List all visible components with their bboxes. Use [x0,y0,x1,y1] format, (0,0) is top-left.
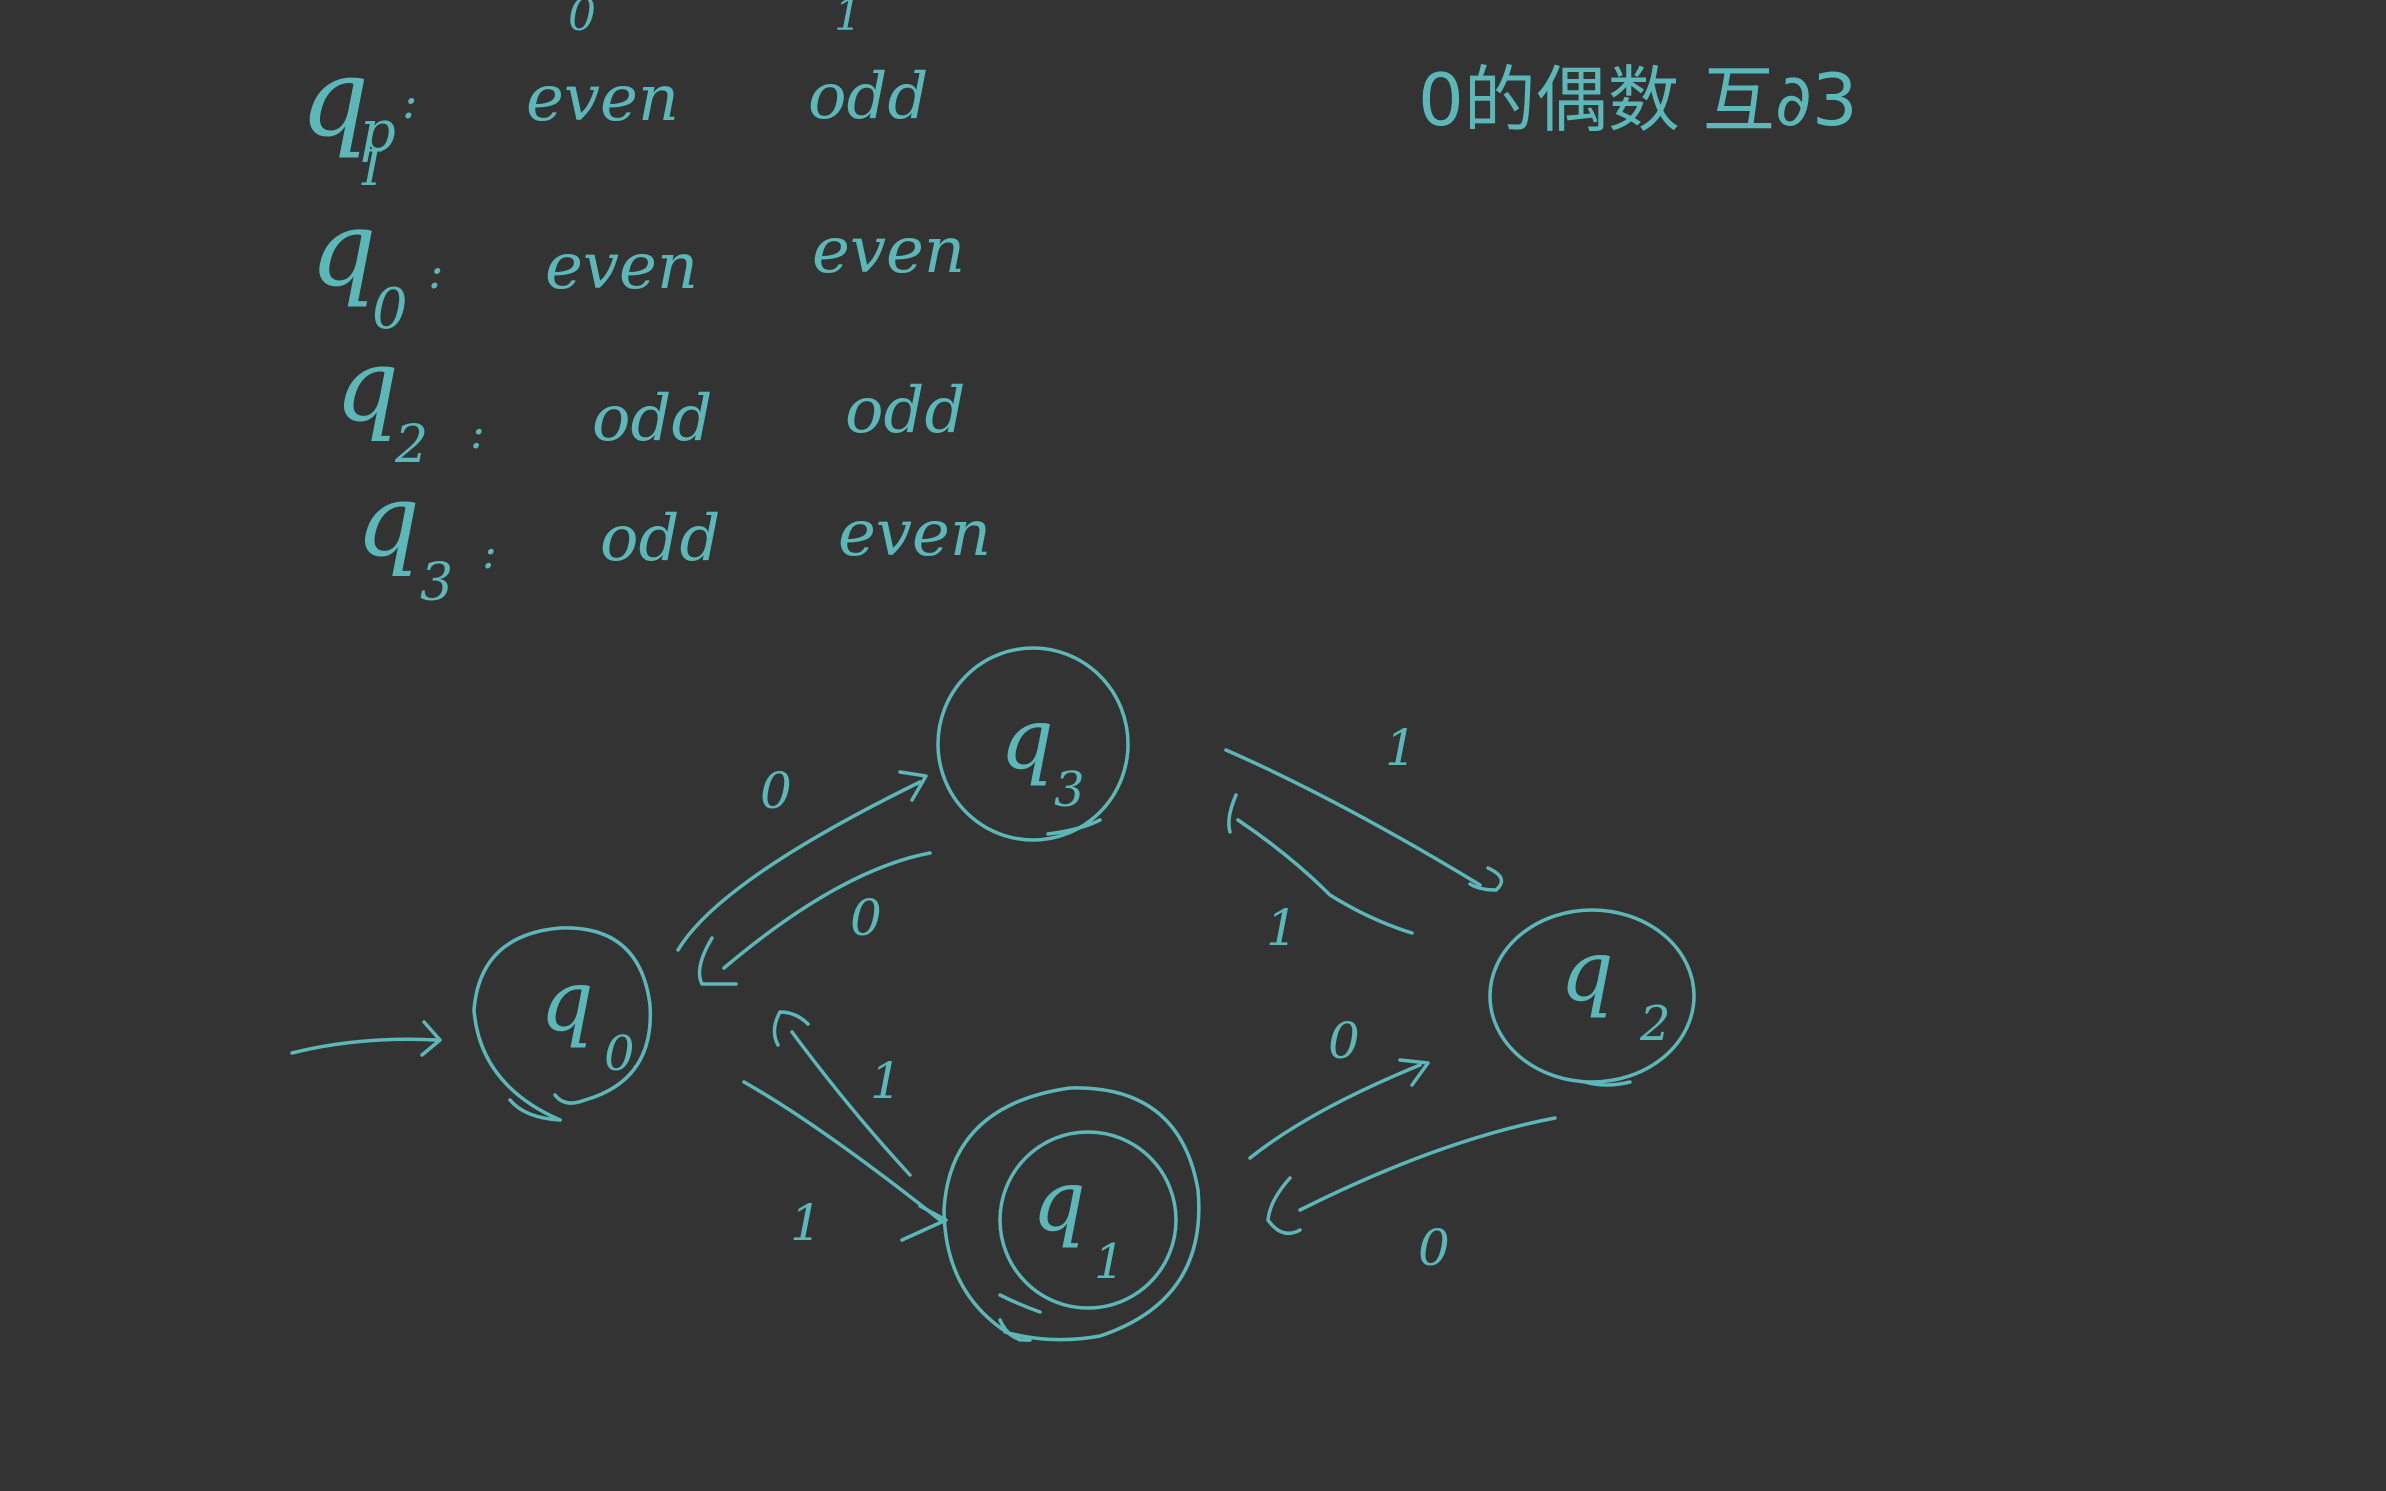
row-cell-1: even [838,497,991,571]
state-q0 [472,926,653,1122]
row-state-subscript: 0 [372,277,408,342]
transition-label: 0 [850,889,882,947]
table-row: q 3 : odd even [356,462,991,613]
transition-label: 0 [1418,1219,1450,1277]
row-colon: : [428,245,444,299]
table-row: q 0 : even even [310,188,965,342]
row-cell-1: odd [845,374,965,448]
transition-q3-q0 [697,851,932,986]
transition-labels: 0 0 1 1 0 0 1 1 [760,719,1450,1277]
state-circle [936,646,1130,842]
table-row: q 2 : odd odd [335,327,965,475]
row-state-subscript: 2 [394,415,428,475]
state-q0-label: q [540,952,594,1050]
transition-q0-q1 [742,1080,948,1242]
state-q1-accepting [942,1086,1201,1342]
transition-q0-q3 [676,770,928,952]
state-q2-label: q [1560,922,1614,1020]
start-arrow [290,1020,442,1057]
row-state-subscript: p [360,99,396,164]
row-colon: : [402,75,418,129]
transition-q1-q2 [1248,1058,1430,1160]
row-colon: : [470,408,485,459]
state-q3 [936,646,1130,842]
row-state-label: q [356,462,420,579]
state-q1-subscript: 1 [1094,1234,1125,1290]
transition-label: 1 [1266,899,1298,957]
state-circle [472,926,653,1122]
table-header-1: 1 [834,0,862,41]
row-cell-0: odd [600,502,720,576]
state-q1-label: q [1032,1152,1086,1250]
row-colon: : [482,528,497,579]
transition-table: 0 1 q p I : even odd q 0 : even even q 2… [300,0,991,613]
automaton-diagram [290,646,1696,1342]
state-q3-label: q [1000,690,1054,788]
initial-marker: I [361,139,383,197]
transition-label: 1 [1385,719,1417,777]
row-state-label: q [300,36,369,161]
row-cell-0: odd [592,382,712,456]
row-cell-1: even [812,214,965,288]
transition-label: 0 [760,762,792,820]
handwritten-note: 0的偶数 互∂3 [1418,58,1858,142]
state-q0-subscript: 0 [604,1026,635,1082]
state-q2-subscript: 2 [1639,996,1671,1052]
state-q3-subscript: 3 [1054,762,1085,818]
table-row: q p I : even odd [300,36,928,197]
transition-q3-q2 [1224,748,1504,892]
row-cell-0: even [545,230,698,304]
transition-q1-q0 [772,1010,912,1177]
state-labels: q 0 q 3 q 2 q 1 [540,690,1671,1290]
transition-q2-q1 [1266,1116,1557,1236]
row-cell-1: odd [808,60,928,134]
row-cell-0: even [526,62,679,136]
row-state-label: q [335,327,399,444]
row-state-label: q [310,188,377,310]
row-state-subscript: 3 [420,553,453,613]
state-outer-circle [942,1086,1201,1342]
transition-q2-q3 [1227,793,1414,935]
transition-label: 1 [870,1052,902,1110]
transition-label: 0 [1328,1012,1360,1070]
state-inner-circle [998,1130,1178,1310]
transition-label: 1 [790,1194,822,1252]
table-header-0: 0 [568,0,596,41]
state-q2 [1488,908,1696,1087]
